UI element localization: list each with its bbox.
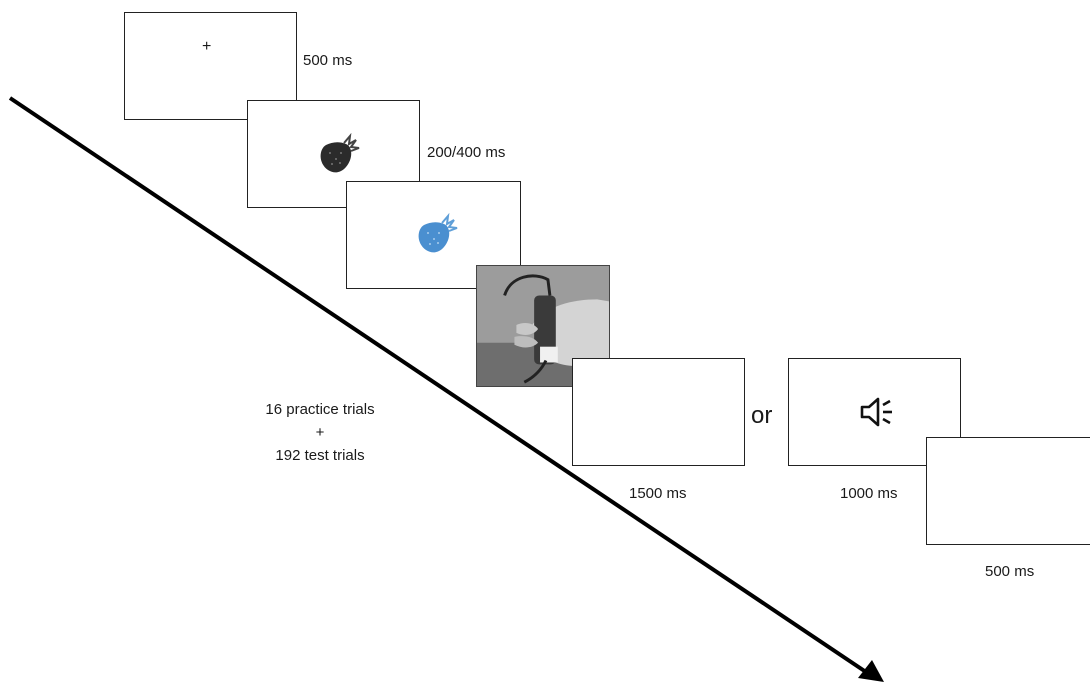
sound-feedback-duration: 1000 ms bbox=[840, 485, 898, 502]
blank-response-frame bbox=[572, 358, 745, 466]
strawberry-icon bbox=[418, 213, 457, 253]
trial-counts: 16 practice trials + 192 test trials bbox=[240, 398, 400, 467]
fixation-cross: + bbox=[202, 38, 212, 55]
prime-duration: 200/400 ms bbox=[427, 144, 506, 161]
fixation-duration: 500 ms bbox=[303, 52, 353, 69]
plus-label: + bbox=[315, 424, 325, 441]
strawberry-icon bbox=[320, 133, 359, 173]
speaker-icon bbox=[860, 397, 892, 427]
test-trials-label: 192 test trials bbox=[275, 447, 365, 464]
alternative-word: or bbox=[751, 402, 773, 429]
practice-trials-label: 16 practice trials bbox=[265, 401, 375, 418]
inter-trial-frame bbox=[926, 437, 1090, 545]
inter-trial-duration: 500 ms bbox=[985, 563, 1035, 580]
blank-response-duration: 1500 ms bbox=[629, 485, 687, 502]
